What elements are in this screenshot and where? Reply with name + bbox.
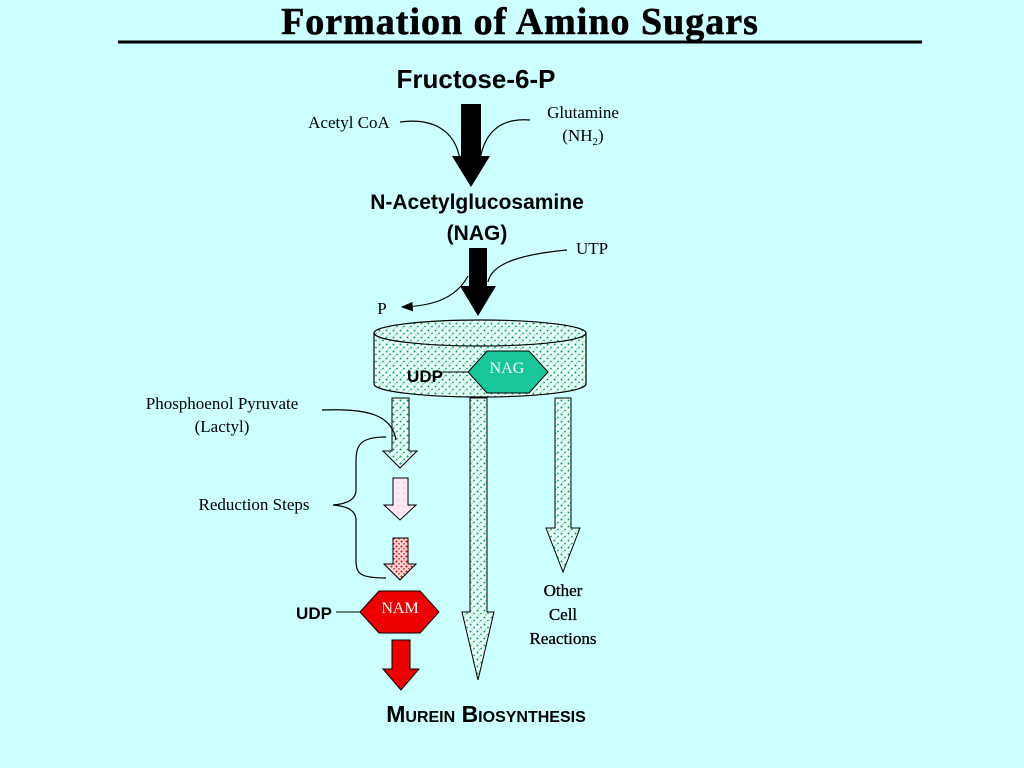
reduction-brace <box>332 436 387 579</box>
other-label-line2: Cell <box>549 605 578 624</box>
glutamine-label: Glutamine <box>547 103 619 122</box>
other-label-line3: Reactions <box>529 629 596 648</box>
utp-label: UTP <box>576 239 608 258</box>
fructose-6-p-label: Fructose-6-P <box>397 64 556 94</box>
arrow-nam-to-murein <box>381 639 421 691</box>
arrow-nag-to-udp <box>460 248 496 316</box>
other-label-line1: Other <box>544 581 583 600</box>
udp-cylinder-label: UDP <box>407 367 443 386</box>
nag-abbrev-label: (NAG) <box>447 222 508 245</box>
nag-badge-label: NAG <box>490 360 525 377</box>
nag-name-label: N-Acetylglucosamine <box>370 191 584 214</box>
reduction-steps-label: Reduction Steps <box>199 495 310 514</box>
glutamine-curve <box>479 119 531 161</box>
nam-badge-label: NAM <box>381 600 418 617</box>
p-release-curve <box>400 275 469 312</box>
acetyl-coa-label: Acetyl CoA <box>308 113 390 132</box>
utp-curve <box>487 249 568 283</box>
p-label: P <box>377 299 386 318</box>
arrow-fructose-to-nag <box>452 104 490 187</box>
udp-nam-label: UDP <box>296 604 332 623</box>
reduction-arrow-1 <box>382 477 418 521</box>
pep-label-line1: Phosphoenol Pyruvate <box>146 394 299 413</box>
pep-label-line2: (Lactyl) <box>195 417 250 436</box>
murein-biosynthesis-label: Murein Biosynthesis <box>386 701 586 727</box>
acetyl-coa-curve <box>399 120 461 161</box>
nh2-label: (NH2) <box>562 126 603 148</box>
nag-badge <box>467 350 549 394</box>
page-title: Formation of Amino Sugars <box>281 1 759 43</box>
arrow-to-pep-step <box>381 397 419 469</box>
nam-badge <box>359 590 440 634</box>
arrow-to-other-reactions <box>545 397 581 574</box>
pep-curve <box>321 409 397 441</box>
arrow-to-murein <box>461 397 495 681</box>
reduction-arrow-2 <box>382 537 418 581</box>
